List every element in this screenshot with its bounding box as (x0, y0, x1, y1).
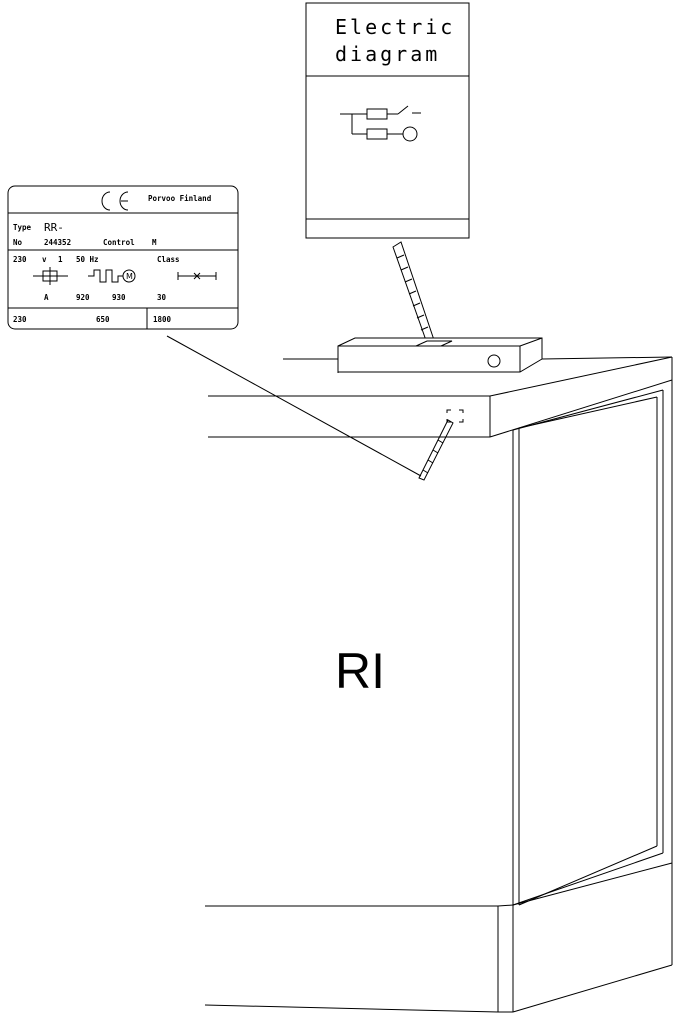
control-value: M (152, 238, 157, 247)
rating-plate-text: Porvoo Finland Type RR- No 244352 Contro… (13, 191, 217, 324)
switch-symbol-icon (397, 105, 409, 115)
plate-leader-line (166, 335, 422, 477)
power-b-value: 930 (112, 293, 126, 302)
plate-location-marker-icon (446, 409, 464, 423)
motor-symbol-icon: M (88, 269, 136, 283)
class-label: Class (157, 255, 180, 264)
control-label: Control (103, 238, 135, 247)
bottom-left-value: 230 (13, 315, 27, 324)
rating-plate-frame (7, 185, 239, 330)
frequency-value: 50 Hz (76, 255, 99, 264)
current-unit: A (44, 293, 49, 302)
phase-value: 1 (58, 255, 63, 264)
diagram-title-line1: Electric (335, 15, 455, 39)
plinth-bottom-edge (204, 1004, 499, 1013)
heater-resistor-icon (366, 128, 388, 140)
number-label: No (13, 238, 23, 247)
ce-mark-icon (101, 191, 129, 211)
lamp-symbol-icon (402, 126, 418, 142)
diagram-pointer-arrow (392, 241, 437, 347)
voltage-unit: v (42, 255, 47, 264)
heater-symbol-icon (33, 267, 68, 285)
fuse-symbol-icon (177, 272, 217, 280)
voltage-value: 230 (13, 255, 27, 264)
class-value: 30 (157, 293, 167, 302)
bottom-right-value: 1800 (153, 315, 172, 324)
control-panel-unit (337, 337, 543, 373)
panel-knob-icon (487, 354, 501, 368)
power-a-value: 920 (76, 293, 90, 302)
panel-display-window (415, 340, 453, 347)
diagram-title-line2: diagram (335, 42, 440, 66)
cabinet (204, 356, 673, 1013)
type-label: Type (13, 223, 32, 232)
bottom-mid-value: 650 (96, 315, 110, 324)
rating-plate (7, 185, 239, 330)
diagram-box-frame (305, 2, 470, 239)
type-value: RR- (44, 221, 64, 234)
electric-diagram-box (305, 2, 470, 239)
manufacturer-label: Porvoo Finland (148, 194, 211, 203)
number-value: 244352 (44, 238, 71, 247)
circuit-schematic (340, 105, 421, 142)
cabinet-model-label: RI (335, 643, 385, 699)
plate-pointer-arrow (418, 419, 454, 481)
svg-text:M: M (126, 272, 133, 281)
resistor-icon (366, 108, 388, 120)
